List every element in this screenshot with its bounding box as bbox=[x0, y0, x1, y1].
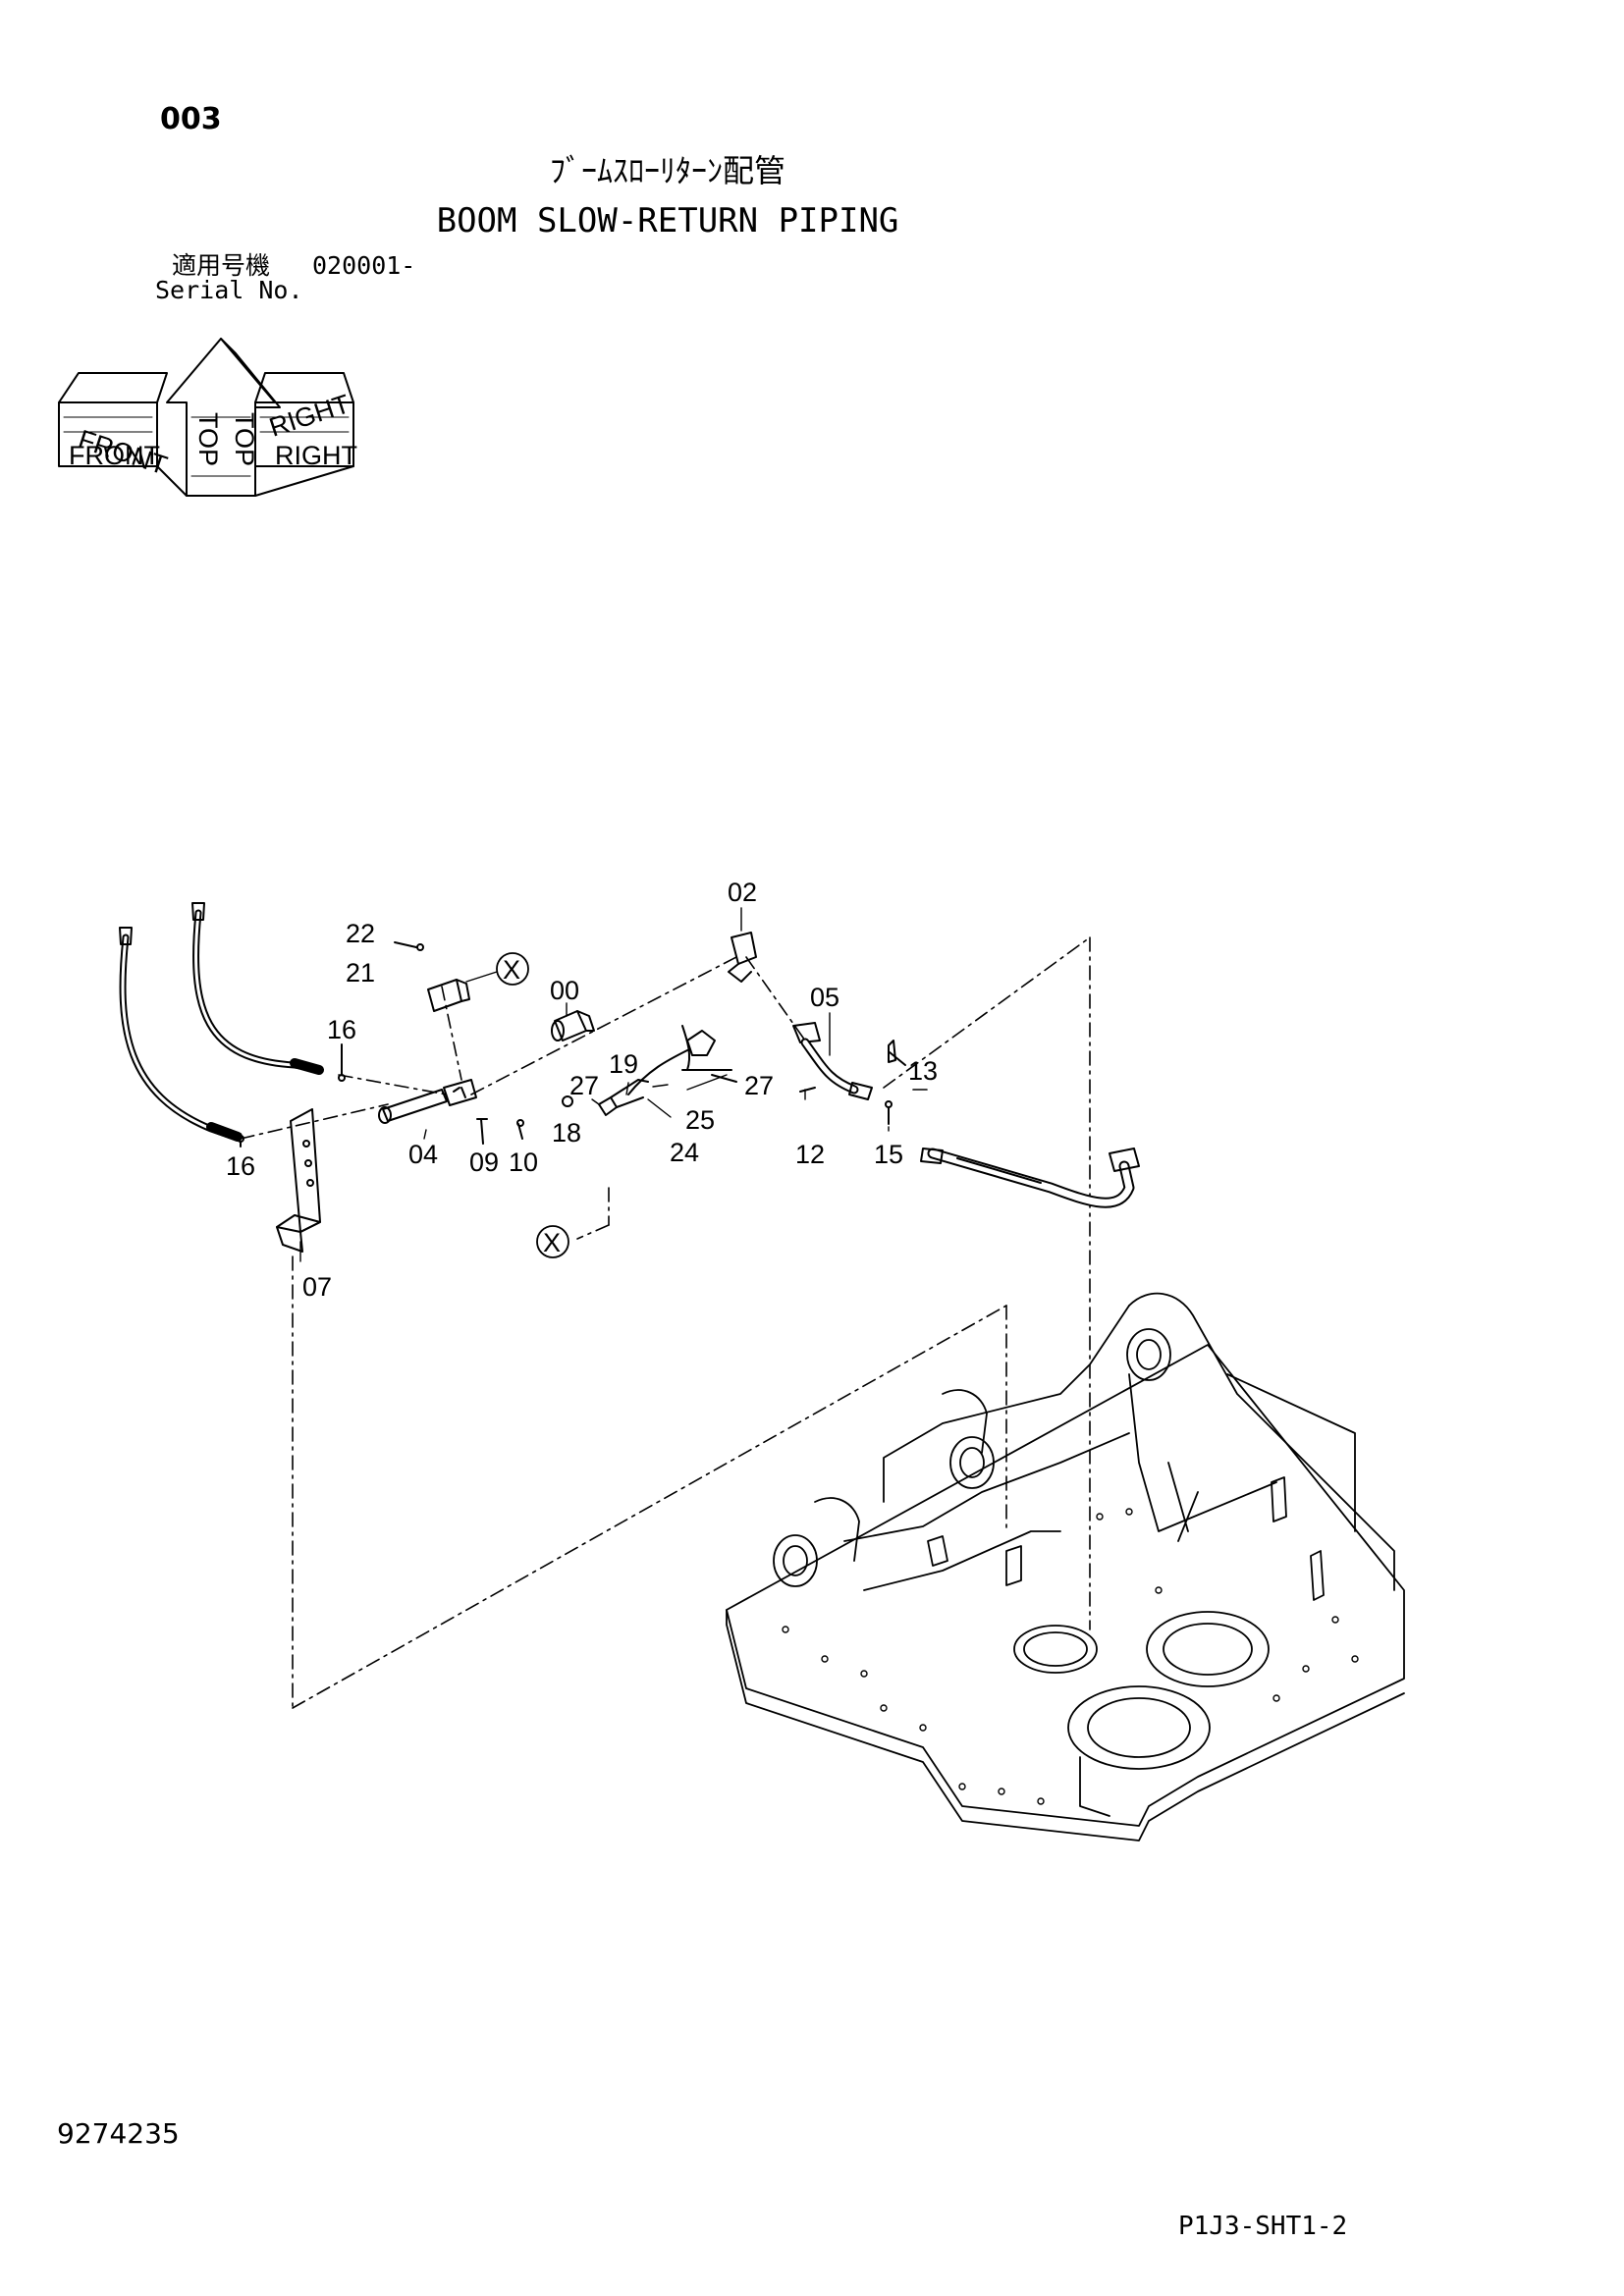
sheet-code: P1J3-SHT1-2 bbox=[1178, 2212, 1348, 2241]
leader-lines bbox=[299, 907, 890, 1262]
title-english: BOOM SLOW-RETURN PIPING bbox=[436, 201, 899, 240]
frame-holes bbox=[782, 1508, 1359, 1805]
callout-05: 05 bbox=[810, 983, 839, 1012]
part-18 bbox=[562, 1095, 573, 1107]
part-24 bbox=[598, 1079, 649, 1116]
elbow-02 bbox=[728, 932, 757, 983]
callout-16-b: 16 bbox=[226, 1151, 255, 1181]
hose-left bbox=[119, 927, 243, 1142]
label-top-1: TOP bbox=[193, 412, 223, 466]
label-front-2: FRONT bbox=[69, 441, 160, 470]
callout-02: 02 bbox=[728, 878, 757, 907]
connector-marker-x-bottom-label: X bbox=[543, 1228, 561, 1257]
doc-number: 9274235 bbox=[57, 2117, 180, 2150]
part-21 bbox=[427, 979, 470, 1012]
hose-middle bbox=[191, 902, 324, 1075]
callout-16-a: 16 bbox=[327, 1015, 356, 1044]
hose-right bbox=[920, 1148, 1140, 1208]
fitting-00 bbox=[551, 1010, 595, 1041]
callout-04: 04 bbox=[408, 1140, 438, 1169]
main-frame bbox=[726, 1292, 1405, 1842]
dash-lines bbox=[240, 936, 1091, 1709]
callout-10: 10 bbox=[509, 1148, 538, 1177]
callout-13: 13 bbox=[908, 1056, 938, 1086]
serial-value: 020001- bbox=[312, 251, 416, 280]
serial-label-japanese: 適用号機 bbox=[172, 251, 271, 280]
callout-00: 00 bbox=[550, 976, 579, 1005]
callout-15: 15 bbox=[874, 1140, 903, 1169]
bracket-07 bbox=[276, 1108, 321, 1253]
orientation-icon: FRONT FRONT RIGHT RIGHT TOP TOP bbox=[58, 338, 357, 497]
label-right-2: RIGHT bbox=[275, 441, 357, 470]
part-13 bbox=[888, 1040, 896, 1063]
callout-09: 09 bbox=[469, 1148, 499, 1177]
callout-22: 22 bbox=[346, 919, 375, 948]
page-number: 003 bbox=[160, 102, 222, 136]
callout-19: 19 bbox=[609, 1049, 638, 1079]
valve-assembly bbox=[378, 1079, 524, 1145]
callout-24: 24 bbox=[670, 1138, 699, 1167]
connector-marker-x-bottom[interactable] bbox=[536, 1225, 569, 1258]
serial-label-english: Serial No. bbox=[155, 276, 303, 304]
title-japanese: ﾌﾞｰﾑｽﾛｰﾘﾀｰﾝ配管 bbox=[549, 152, 785, 189]
callout-21: 21 bbox=[346, 958, 375, 988]
part-22 bbox=[416, 943, 424, 951]
part-12 bbox=[799, 1087, 816, 1093]
callout-27-b: 27 bbox=[744, 1071, 774, 1100]
part-19 bbox=[627, 1025, 716, 1095]
part-16-a bbox=[338, 1074, 346, 1082]
label-top-2: TOP bbox=[230, 412, 259, 466]
callout-07: 07 bbox=[302, 1272, 332, 1302]
callout-12: 12 bbox=[795, 1140, 825, 1169]
callout-27-a: 27 bbox=[569, 1071, 599, 1100]
pipe-05 bbox=[792, 1022, 873, 1100]
label-right-1: RIGHT bbox=[266, 389, 353, 442]
connector-marker-x-top-label: X bbox=[503, 955, 520, 985]
connector-marker-x-top[interactable] bbox=[496, 952, 529, 986]
callout-18: 18 bbox=[552, 1118, 581, 1148]
callout-25: 25 bbox=[685, 1105, 715, 1135]
